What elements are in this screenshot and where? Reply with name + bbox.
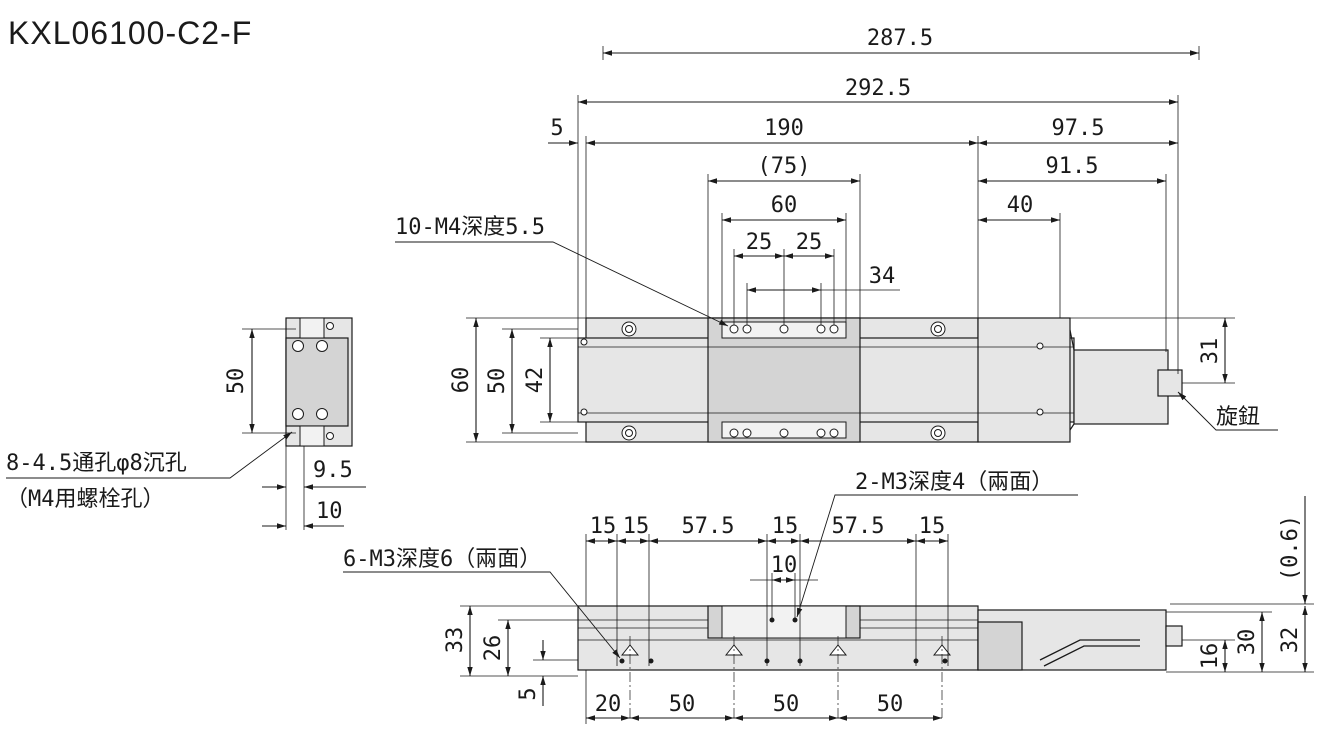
note-holes-line2: （M4用螺栓孔） [6, 487, 165, 512]
dim-40: 40 [1007, 193, 1034, 218]
mount-hole [621, 321, 946, 441]
dim-75: (75) [758, 154, 811, 179]
front-dim-h30: 30 [1235, 629, 1260, 656]
top-motor [1073, 349, 1169, 425]
front-dim-h32: 32 [1278, 627, 1303, 654]
dim-25-b: 25 [796, 230, 823, 255]
note-holes-line1: 8-4.5通孔φ8沉孔 [6, 451, 187, 476]
front-dim-20: 20 [595, 692, 622, 717]
dim-5: 5 [550, 116, 563, 141]
front-dim-h33: 33 [443, 627, 468, 654]
dim-h31: 31 [1198, 338, 1223, 365]
top-view: 287.5 292.5 5 190 97.5 (75) 91.5 60 40 2… [395, 26, 1278, 443]
dim-97-5: 97.5 [1052, 116, 1105, 141]
front-dim-h5: 5 [516, 687, 541, 700]
note-tap-top: 10-M4深度5.5 [395, 215, 545, 240]
side-dim-h50: 50 [224, 368, 249, 395]
front-dim-0-6: (0.6) [1278, 515, 1303, 581]
note-knob: 旋鈕 [1216, 405, 1260, 430]
note-tap-front-right: 2-M3深度4（兩面） [855, 470, 1053, 495]
front-dim-15-a: 15 [590, 514, 617, 539]
dim-60: 60 [771, 193, 798, 218]
front-dim-15-d: 15 [919, 514, 946, 539]
front-dim-15-c: 15 [772, 514, 799, 539]
front-dim-h26: 26 [481, 635, 506, 662]
note-tap-front-left: 6-M3深度6（兩面） [343, 547, 541, 572]
front-dim-57-5-b: 57.5 [832, 514, 885, 539]
model-title: KXL06100-C2-F [8, 15, 252, 51]
side-dim-10: 10 [316, 499, 343, 524]
dim-25-a: 25 [746, 230, 773, 255]
dim-h42: 42 [523, 367, 548, 394]
front-dim-h16: 16 [1198, 643, 1223, 670]
front-dim-57-5-a: 57.5 [682, 514, 735, 539]
dim-h50: 50 [485, 368, 510, 395]
front-dim-10: 10 [771, 553, 798, 578]
knob [1157, 369, 1183, 397]
top-end-block [977, 317, 1071, 443]
side-view: 50 9.5 10 8-4.5通孔φ8沉孔 （M4用螺栓孔） [6, 317, 366, 530]
dim-34: 34 [869, 264, 896, 289]
dim-h60: 60 [449, 367, 474, 394]
front-dim-50-c: 50 [877, 692, 904, 717]
front-dim-50-a: 50 [669, 692, 696, 717]
dim-287-5: 287.5 [867, 26, 933, 51]
front-view: 15 15 57.5 15 57.5 15 10 20 50 50 50 33 … [343, 470, 1314, 724]
dim-292-5: 292.5 [845, 76, 911, 101]
side-dim-9-5: 9.5 [313, 458, 353, 483]
dim-190: 190 [764, 116, 804, 141]
front-dim-50-b: 50 [773, 692, 800, 717]
front-dim-15-b: 15 [623, 514, 650, 539]
dim-91-5: 91.5 [1046, 154, 1099, 179]
